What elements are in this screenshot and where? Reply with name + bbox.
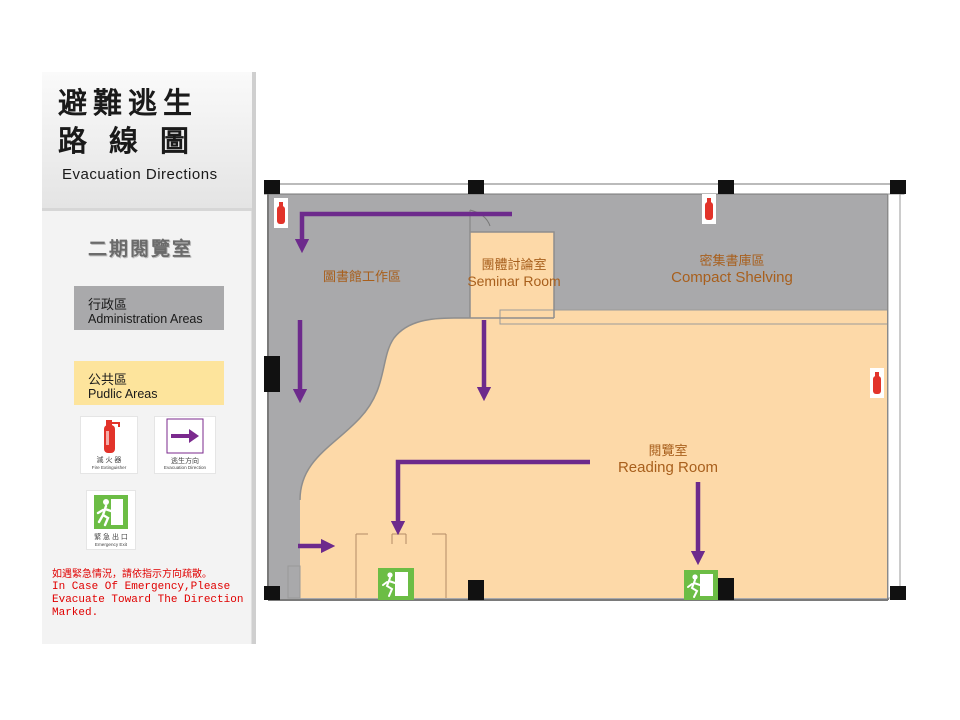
room-label-compact: 密集書庫區 Compact Shelving — [652, 250, 812, 286]
legend-evacuation-direction: 逃生方向 Evacuation Direction — [154, 416, 216, 474]
legend-admin-zh: 行政區 — [88, 297, 128, 312]
room-label-library-work: 圖書館工作區 — [302, 266, 422, 285]
legend-admin-en: Administration Areas — [88, 312, 203, 326]
legend-fire-extinguisher: 滅 火 器 Fire Extinguisher — [80, 416, 138, 474]
title-chinese: 避難逃生 路線圖 — [58, 84, 238, 160]
column — [890, 586, 906, 600]
room-compact-en: Compact Shelving — [671, 269, 793, 286]
title-english: Evacuation Directions — [62, 166, 218, 183]
column — [718, 180, 734, 194]
left-bottom-alcove — [287, 565, 301, 599]
emergency-exit-icon — [378, 568, 414, 600]
corridor-strip — [499, 309, 889, 325]
room-seminar-zh: 團體討論室 — [481, 257, 547, 272]
arrow-right-icon — [166, 418, 204, 454]
room-library-work-zh: 圖書館工作區 — [322, 269, 401, 284]
seminar-walls — [469, 210, 555, 319]
evacuation-arrows — [292, 211, 706, 566]
legend-emergency-exit: 緊 急 出 口 Emergency Exit — [86, 490, 136, 550]
legend-public-zh: 公共區 — [88, 372, 128, 387]
evacuation-arrow — [294, 211, 512, 254]
floor-name: 二期閱覽室 — [88, 238, 194, 260]
legend-fire-extinguisher-zh: 滅 火 器 — [96, 457, 122, 464]
column — [264, 586, 280, 600]
top-wall — [264, 183, 905, 195]
title-chinese-line1: 避難逃生 — [58, 86, 199, 120]
legend-evacuation-direction-en: Evacuation Direction — [163, 465, 207, 470]
column — [890, 180, 906, 194]
legend-public-area: 公共區 Pudlic Areas — [74, 361, 224, 405]
room-label-seminar: 團體討論室 Seminar Room — [454, 254, 574, 289]
right-wall-window — [887, 193, 901, 599]
emergency-note: 如遇緊急情況，請依指示方向疏散。 In Case Of Emergency,Pl… — [52, 568, 250, 620]
column — [264, 180, 280, 194]
legend-admin-area: 行政區 Administration Areas — [74, 286, 224, 330]
floor-plan-map: 圖書館工作區 團體討論室 Seminar Room 密集書庫區 Compact … — [264, 180, 908, 602]
fire-extinguisher-icon — [702, 194, 716, 224]
legend-emergency-exit-zh: 緊 急 出 口 — [94, 534, 128, 541]
seminar-room-lower — [470, 232, 554, 318]
column — [468, 180, 484, 194]
column — [468, 580, 484, 600]
title-chinese-line2: 路線圖 — [58, 124, 212, 158]
emergency-exit-icon — [94, 495, 128, 529]
legend-fire-extinguisher-en: Fire Extinguisher — [91, 465, 127, 470]
room-reading-en: Reading Room — [617, 459, 719, 476]
fire-extinguisher-icon — [104, 420, 120, 453]
legend-public-en: Pudlic Areas — [88, 387, 158, 401]
room-label-reading: 閱覽室 Reading Room — [598, 440, 738, 476]
legend-emergency-exit-en: Emergency Exit — [94, 542, 128, 547]
legend-sidebar: 避難逃生 路線圖 Evacuation Directions 二期閱覽室 行政區… — [42, 72, 256, 644]
emergency-note-en: In Case Of Emergency,Please Evacuate Tow… — [52, 581, 244, 619]
room-seminar-en: Seminar Room — [467, 273, 561, 289]
evacuation-arrow — [390, 459, 590, 536]
curved-partition — [299, 317, 470, 501]
emergency-exit-icon — [684, 570, 718, 600]
emergency-note-zh: 如遇緊急情況，請依指示方向疏散。 — [52, 569, 212, 580]
fire-extinguisher-icon — [870, 368, 884, 398]
title-box: 避難逃生 路線圖 Evacuation Directions — [42, 72, 252, 211]
column — [718, 578, 734, 600]
reading-room-area — [300, 310, 888, 598]
room-compact-zh: 密集書庫區 — [699, 253, 765, 268]
room-reading-zh: 閱覽室 — [648, 443, 688, 458]
legend-evacuation-direction-zh: 逃生方向 — [171, 458, 199, 465]
floor-plan-drawing — [264, 180, 906, 601]
fire-extinguisher-icon — [274, 198, 288, 228]
column — [264, 356, 280, 392]
